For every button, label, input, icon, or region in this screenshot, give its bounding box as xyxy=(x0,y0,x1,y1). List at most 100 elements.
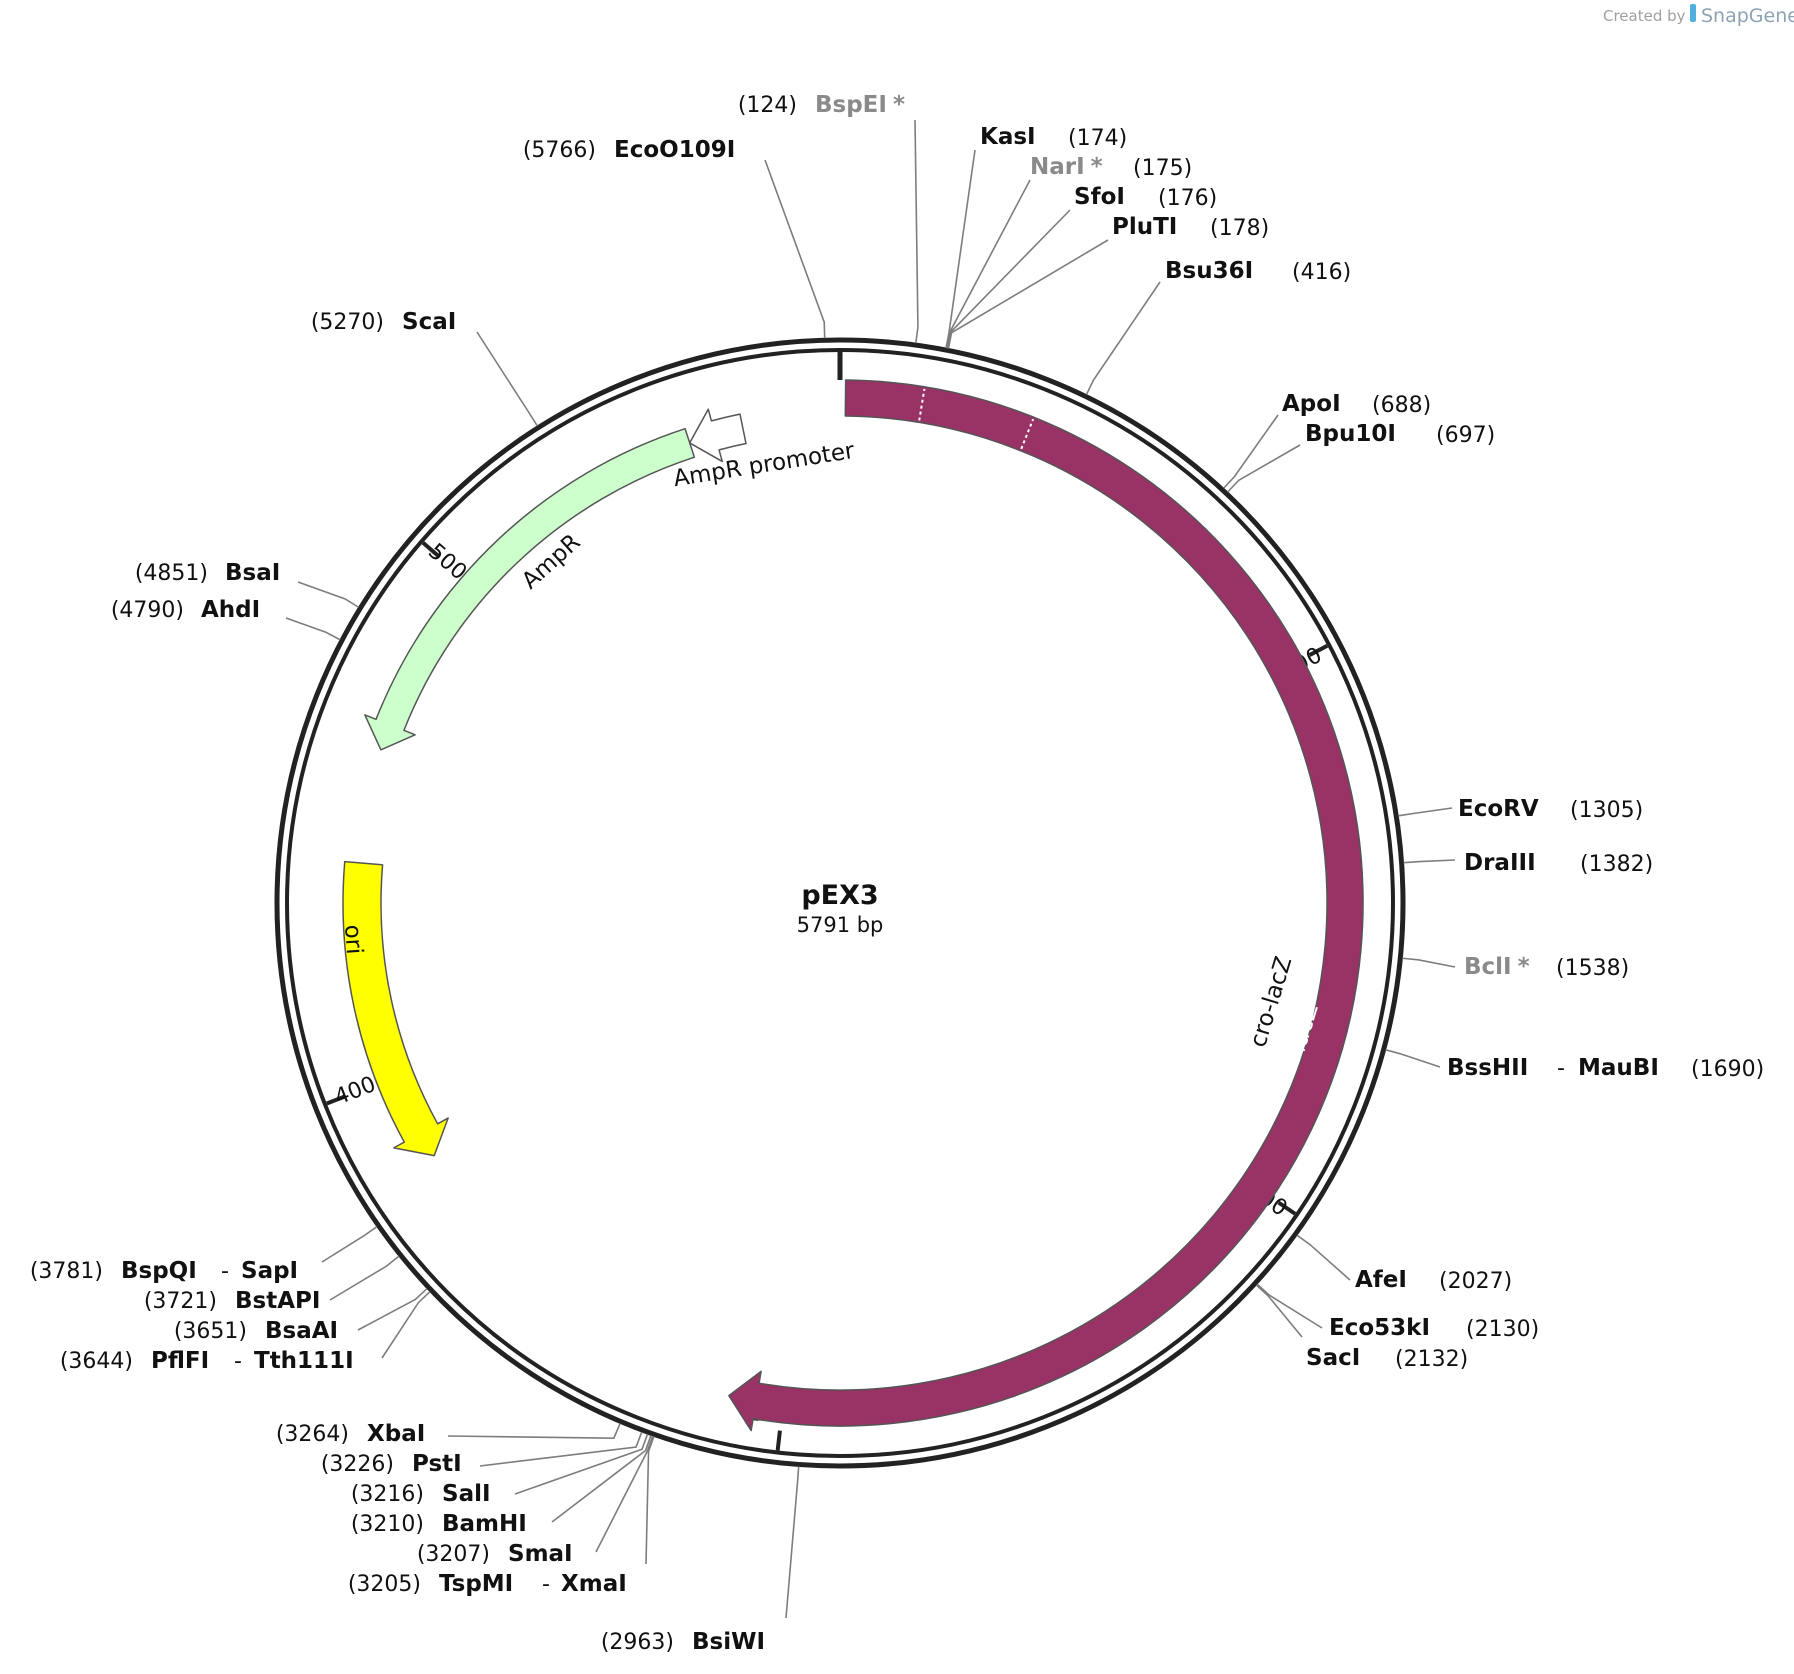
enzyme-name: KasI xyxy=(980,124,1036,150)
site-leader-line xyxy=(1223,414,1279,489)
cro-lacz-arrow[interactable] xyxy=(728,379,1364,1432)
site-leader-line xyxy=(476,331,539,427)
site-label[interactable]: NarI* (175) xyxy=(1030,154,1192,181)
svg-text:-: - xyxy=(542,1572,550,1597)
ori-label: ori xyxy=(339,924,367,956)
enzyme-name: BspQI xyxy=(121,1258,197,1284)
site-label[interactable]: Bsu36I (416) xyxy=(1165,258,1351,285)
svg-text:-: - xyxy=(1557,1056,1565,1081)
site-label[interactable]: AfeI (2027) xyxy=(1355,1267,1512,1294)
site-position: (5766) xyxy=(523,138,596,163)
site-label[interactable]: KasI (174) xyxy=(980,124,1127,151)
segment-divider xyxy=(1020,418,1035,450)
site-label[interactable]: (3721) BstAPI xyxy=(144,1288,321,1314)
site-label[interactable]: (3781) BspQI - SapI xyxy=(30,1258,298,1284)
site-label[interactable]: BclI* (1538) xyxy=(1464,954,1629,981)
site-label[interactable]: (3226) PstI xyxy=(321,1451,462,1477)
site-label[interactable]: DraIII (1382) xyxy=(1464,850,1653,877)
site-label[interactable]: SfoI (176) xyxy=(1074,184,1217,211)
site-label[interactable]: (4851) BsaI xyxy=(135,560,280,586)
svg-text:-: - xyxy=(221,1259,229,1284)
site-position: (3207) xyxy=(417,1542,490,1567)
enzyme-name: PluTI xyxy=(1112,214,1177,240)
site-position: (174) xyxy=(1068,126,1127,151)
site-label[interactable]: (5270) ScaI xyxy=(311,309,456,335)
site-label[interactable]: Eco53kI (2130) xyxy=(1329,1315,1539,1342)
site-label[interactable]: PluTI (178) xyxy=(1112,214,1269,241)
site-label[interactable]: BssHII - MauBI (1690) xyxy=(1447,1055,1764,1082)
site-label[interactable]: (124) BspEI* xyxy=(738,92,905,118)
site-label[interactable]: (3651) BsaAI xyxy=(174,1318,338,1344)
site-leader-line xyxy=(329,1255,400,1301)
site-label[interactable]: EcoRV (1305) xyxy=(1458,796,1643,823)
ampr-promoter-arrow[interactable] xyxy=(688,408,747,463)
site-label[interactable]: ApoI (688) xyxy=(1282,391,1431,418)
enzyme-name: ApoI xyxy=(1282,391,1341,417)
ampr-arrow[interactable] xyxy=(364,427,696,751)
site-position: (175) xyxy=(1133,156,1192,181)
site-position: (2132) xyxy=(1395,1347,1468,1372)
site-leader-line xyxy=(1227,444,1301,493)
site-label[interactable]: SacI (2132) xyxy=(1306,1345,1468,1372)
site-position: (5270) xyxy=(311,310,384,335)
enzyme-name: BclI xyxy=(1464,954,1512,980)
plasmid-name: pEX3 xyxy=(801,880,878,911)
enzyme-name: BssHII xyxy=(1447,1055,1528,1081)
enzyme-name: AhdI xyxy=(201,597,260,623)
created-by-text: Created by xyxy=(1603,7,1686,25)
site-label[interactable]: (5766) EcoO109I xyxy=(523,137,735,163)
backbone-outer-ring xyxy=(274,337,1406,1469)
tick-mark xyxy=(421,541,440,558)
site-leader-line xyxy=(514,1433,649,1495)
site-leader-line xyxy=(321,1226,378,1263)
enzyme-name: BsaAI xyxy=(265,1318,338,1344)
site-leader-line xyxy=(1255,1284,1303,1338)
site-labels: (124) BspEI* (5766) EcoO109I KasI (174) … xyxy=(30,92,1764,1655)
enzyme-name: MauBI xyxy=(1578,1055,1659,1081)
site-label[interactable]: (3207) SmaI xyxy=(417,1541,573,1567)
site-label[interactable]: (3264) XbaI xyxy=(276,1421,425,1447)
enzyme-name: DraIII xyxy=(1464,850,1536,876)
site-leader-line xyxy=(785,1466,800,1619)
plasmid-size: 5791 bp xyxy=(797,913,884,937)
brand-text: SnapGene xyxy=(1701,5,1794,27)
enzyme-name: TspMI xyxy=(439,1571,513,1597)
site-leader-line xyxy=(1385,1049,1441,1068)
site-position: (697) xyxy=(1436,423,1495,448)
enzyme-name: Bsu36I xyxy=(1165,258,1253,284)
site-leader-line xyxy=(447,1423,621,1439)
site-label[interactable]: (3205) TspMI - XmaI xyxy=(348,1571,627,1597)
site-label[interactable]: (3216) SalI xyxy=(351,1481,491,1507)
site-label[interactable]: (3210) BamHI xyxy=(351,1511,527,1537)
segment-divider xyxy=(720,419,730,446)
site-leader-line xyxy=(1085,281,1161,395)
site-leader-line xyxy=(285,617,341,641)
enzyme-name: EcoRV xyxy=(1458,796,1539,822)
site-leader-line xyxy=(357,1287,428,1331)
site-position: (176) xyxy=(1158,186,1217,211)
site-label[interactable]: Bpu10I (697) xyxy=(1305,421,1495,448)
enzyme-name: XmaI xyxy=(561,1571,627,1597)
enzyme-name: BspEI xyxy=(815,92,887,118)
enzyme-name: SalI xyxy=(442,1481,491,1507)
enzyme-name: EcoO109I xyxy=(614,137,735,163)
tick-mark xyxy=(1308,643,1329,657)
site-position: (3210) xyxy=(351,1512,424,1537)
site-leader-line xyxy=(595,1435,654,1553)
enzyme-name: SmaI xyxy=(508,1541,573,1567)
site-position: (4790) xyxy=(111,598,184,623)
enzyme-name: BsaI xyxy=(225,560,280,586)
site-position: (178) xyxy=(1210,216,1269,241)
site-position: (3644) xyxy=(60,1349,133,1374)
site-leader-line xyxy=(1402,957,1456,968)
site-leader-line xyxy=(914,119,919,344)
site-label[interactable]: (4790) AhdI xyxy=(111,597,260,623)
site-label[interactable]: (3644) PflFI - Tth111I xyxy=(60,1348,354,1374)
svg-text:BspEI*: BspEI* xyxy=(815,92,905,118)
svg-text:NarI*: NarI* xyxy=(1030,154,1103,180)
ori-arrow[interactable] xyxy=(342,860,449,1157)
site-label[interactable]: (2963) BsiWI xyxy=(601,1629,765,1655)
site-leader-line xyxy=(945,149,976,349)
tick-mark xyxy=(326,1094,347,1106)
